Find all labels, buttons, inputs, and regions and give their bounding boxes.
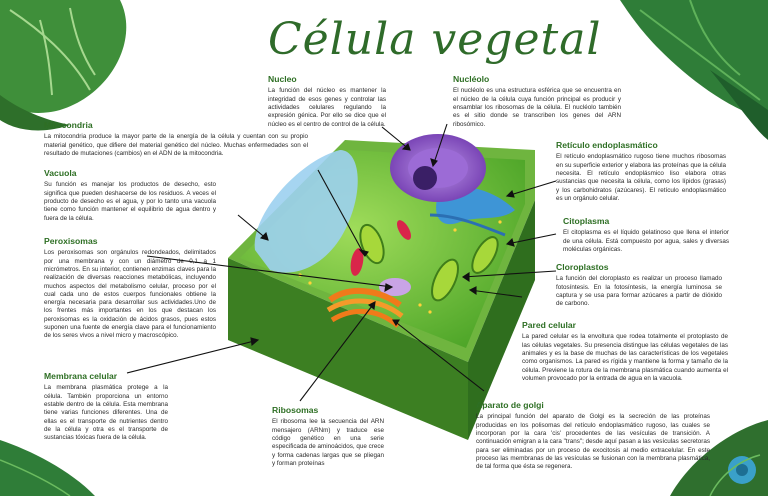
section-text: La pared celular es la envoltura que rod… xyxy=(522,333,728,382)
section-text: La membrana plasmática protege a la célu… xyxy=(44,384,168,442)
section-title: Cloroplastos xyxy=(556,262,609,272)
section-title: Mitocondria xyxy=(44,120,93,130)
section-membrana-celular: Membrana celular La membrana plasmática … xyxy=(44,371,168,442)
section-title: Nucleo xyxy=(268,74,297,84)
leaf-decoration-bottom-right xyxy=(670,420,768,496)
section-text: El nucléolo es una estructura esférica q… xyxy=(453,87,621,128)
section-title: Aparato de golgi xyxy=(476,400,544,410)
section-peroxisomas: Peroxisomas Los peroxisomas son orgánulo… xyxy=(44,236,216,341)
section-ribosomas: Ribosomas El ribosoma lee la secuencia d… xyxy=(272,405,384,468)
section-text: Los peroxisomas son orgánulos redondeado… xyxy=(44,249,216,340)
pointer-arrows xyxy=(126,123,557,402)
section-text: El citoplasma es el líquido gelatinoso q… xyxy=(563,229,729,253)
section-title: Ribosomas xyxy=(272,405,319,415)
section-title: Membrana celular xyxy=(44,371,118,381)
section-text: La mitocondria produce la mayor parte de… xyxy=(44,133,308,157)
section-title: Pared celular xyxy=(522,320,576,330)
section-title: Peroxisomas xyxy=(44,236,98,246)
section-reticulo-endoplasmatico: Retículo endoplasmático El retículo endo… xyxy=(556,140,726,203)
section-pared-celular: Pared celular La pared celular es la env… xyxy=(522,320,728,383)
section-vacuola: Vacuola Su función es manejar los produc… xyxy=(44,168,216,223)
section-title: Vacuola xyxy=(44,168,77,178)
leaf-decoration-top-right xyxy=(620,0,768,140)
section-mitocondria: Mitocondria La mitocondria produce la ma… xyxy=(44,120,308,158)
section-aparato-de-golgi: Aparato de golgi La principal función de… xyxy=(476,400,710,471)
page-title: Célula vegetal xyxy=(268,14,602,65)
section-nucleo: Nucleo La función del núcleo es mantener… xyxy=(268,74,386,129)
section-nucleolo: Nucléolo El nucléolo es una estructura e… xyxy=(453,74,621,129)
section-text: El retículo endoplasmático rugoso tiene … xyxy=(556,153,726,202)
section-text: La función del cloroplasto es realizar u… xyxy=(556,275,722,308)
section-title: Citoplasma xyxy=(563,216,610,226)
leaf-decoration-top-left xyxy=(0,0,127,131)
section-text: El ribosoma lee la secuencia del ARN men… xyxy=(272,418,385,467)
section-citoplasma: Citoplasma El citoplasma es el líquido g… xyxy=(563,216,729,254)
section-text: La principal función del aparato de Golg… xyxy=(476,413,710,471)
cell-body xyxy=(228,134,535,440)
section-text: Su función es manejar los productos de d… xyxy=(44,181,216,222)
section-title: Nucléolo xyxy=(453,74,490,84)
section-cloroplastos: Cloroplastos La función del cloroplasto … xyxy=(556,262,722,309)
leaf-decoration-bottom-left xyxy=(0,440,95,496)
section-title: Retículo endoplasmático xyxy=(556,140,658,150)
section-text: La función del núcleo es mantener la int… xyxy=(268,87,386,128)
